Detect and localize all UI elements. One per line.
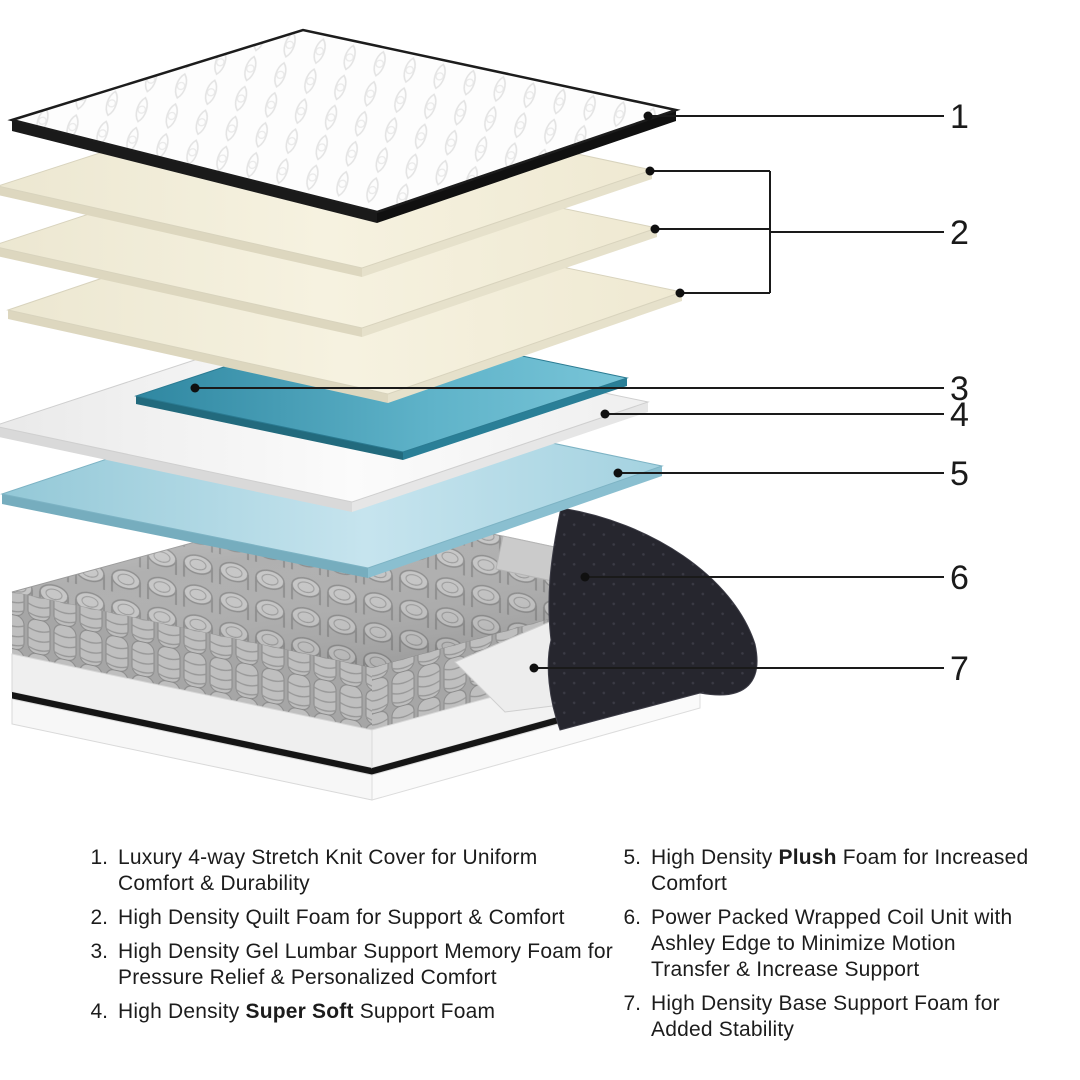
legend-item-text: High Density Plush Foam for Increased Co… bbox=[651, 846, 1029, 896]
cover-top-face bbox=[7, 28, 681, 214]
legend-column-2: 5. High Density Plush Foam for Increased… bbox=[613, 845, 1036, 1043]
legend-item-number: 2. bbox=[90, 906, 108, 930]
callout-dot-2b bbox=[650, 224, 660, 234]
callout-dots bbox=[190, 111, 685, 673]
callout-dot-2a bbox=[645, 166, 655, 176]
legend-item-2: 2. High Density Quilt Foam for Support &… bbox=[80, 905, 613, 931]
legend-item-number: 5. bbox=[623, 846, 641, 869]
layer-3-edge-left bbox=[136, 396, 403, 460]
callout-numbers: 1 2 3 4 5 6 7 bbox=[950, 98, 969, 688]
piping-front-left bbox=[12, 692, 372, 775]
layer-3-edge-right bbox=[403, 378, 627, 460]
legend-item-text: High Density Gel Lumbar Support Memory F… bbox=[118, 940, 613, 990]
side-fabric-panel bbox=[547, 507, 758, 731]
legend-item-1: 1. Luxury 4-way Stretch Knit Cover for U… bbox=[80, 845, 613, 897]
layer-6-coil-unit bbox=[11, 501, 758, 801]
legend-item-number: 7. bbox=[623, 992, 641, 1016]
legend: 1. Luxury 4-way Stretch Knit Cover for U… bbox=[80, 845, 1036, 1043]
callout-number-3: 3 bbox=[950, 370, 969, 408]
callout-number-6: 6 bbox=[950, 559, 969, 597]
callout-dot-2c bbox=[675, 288, 685, 298]
callout-number-7: 7 bbox=[950, 650, 969, 688]
callout-lines bbox=[195, 115, 944, 669]
legend-item-text: Luxury 4-way Stretch Knit Cover for Unif… bbox=[118, 846, 538, 896]
callout-dot-5 bbox=[613, 468, 623, 478]
callout-dot-1 bbox=[643, 111, 653, 121]
legend-item-4: 4. High Density Super Soft Support Foam bbox=[80, 999, 613, 1025]
layer-5-edge-left bbox=[2, 494, 368, 578]
exploded-mattress-diagram: 1 2 3 4 5 6 7 bbox=[0, 28, 969, 801]
callout-dot-3 bbox=[190, 383, 200, 393]
coil-front-left bbox=[12, 592, 372, 730]
legend-column-1: 1. Luxury 4-way Stretch Knit Cover for U… bbox=[80, 845, 613, 1043]
legend-item-text: High Density Base Support Foam for Added… bbox=[651, 992, 1000, 1042]
callout-dot-6 bbox=[580, 572, 590, 582]
legend-item-number: 6. bbox=[623, 906, 641, 930]
legend-item-text: High Density Super Soft Support Foam bbox=[118, 1000, 496, 1024]
legend-item-number: 3. bbox=[90, 940, 108, 964]
callout-dot-4 bbox=[600, 409, 610, 419]
legend-item-5: 5. High Density Plush Foam for Increased… bbox=[613, 845, 1036, 897]
legend-item-number: 1. bbox=[90, 846, 108, 869]
legend-item-number: 4. bbox=[90, 1000, 108, 1024]
layer-4-edge-right bbox=[352, 402, 648, 512]
callout-number-5: 5 bbox=[950, 455, 969, 493]
legend-item-text: Power Packed Wrapped Coil Unit with Ashl… bbox=[651, 906, 1013, 982]
cover-binding-left bbox=[12, 120, 377, 223]
legend-item-6: 6. Power Packed Wrapped Coil Unit with A… bbox=[613, 905, 1036, 983]
callout-number-4: 4 bbox=[950, 396, 969, 434]
callout-number-2: 2 bbox=[950, 214, 969, 252]
cover-binding-right bbox=[377, 110, 676, 223]
legend-item-3: 3. High Density Gel Lumbar Support Memor… bbox=[80, 939, 613, 991]
legend-item-text: High Density Quilt Foam for Support & Co… bbox=[118, 906, 565, 930]
legend-item-7: 7. High Density Base Support Foam for Ad… bbox=[613, 991, 1036, 1043]
layer-5-edge-right bbox=[368, 466, 662, 578]
layer-4-edge-left bbox=[0, 427, 352, 512]
layer-1-knit-cover bbox=[7, 28, 681, 223]
callout-number-1: 1 bbox=[950, 98, 969, 136]
callout-dot-7 bbox=[529, 663, 539, 673]
